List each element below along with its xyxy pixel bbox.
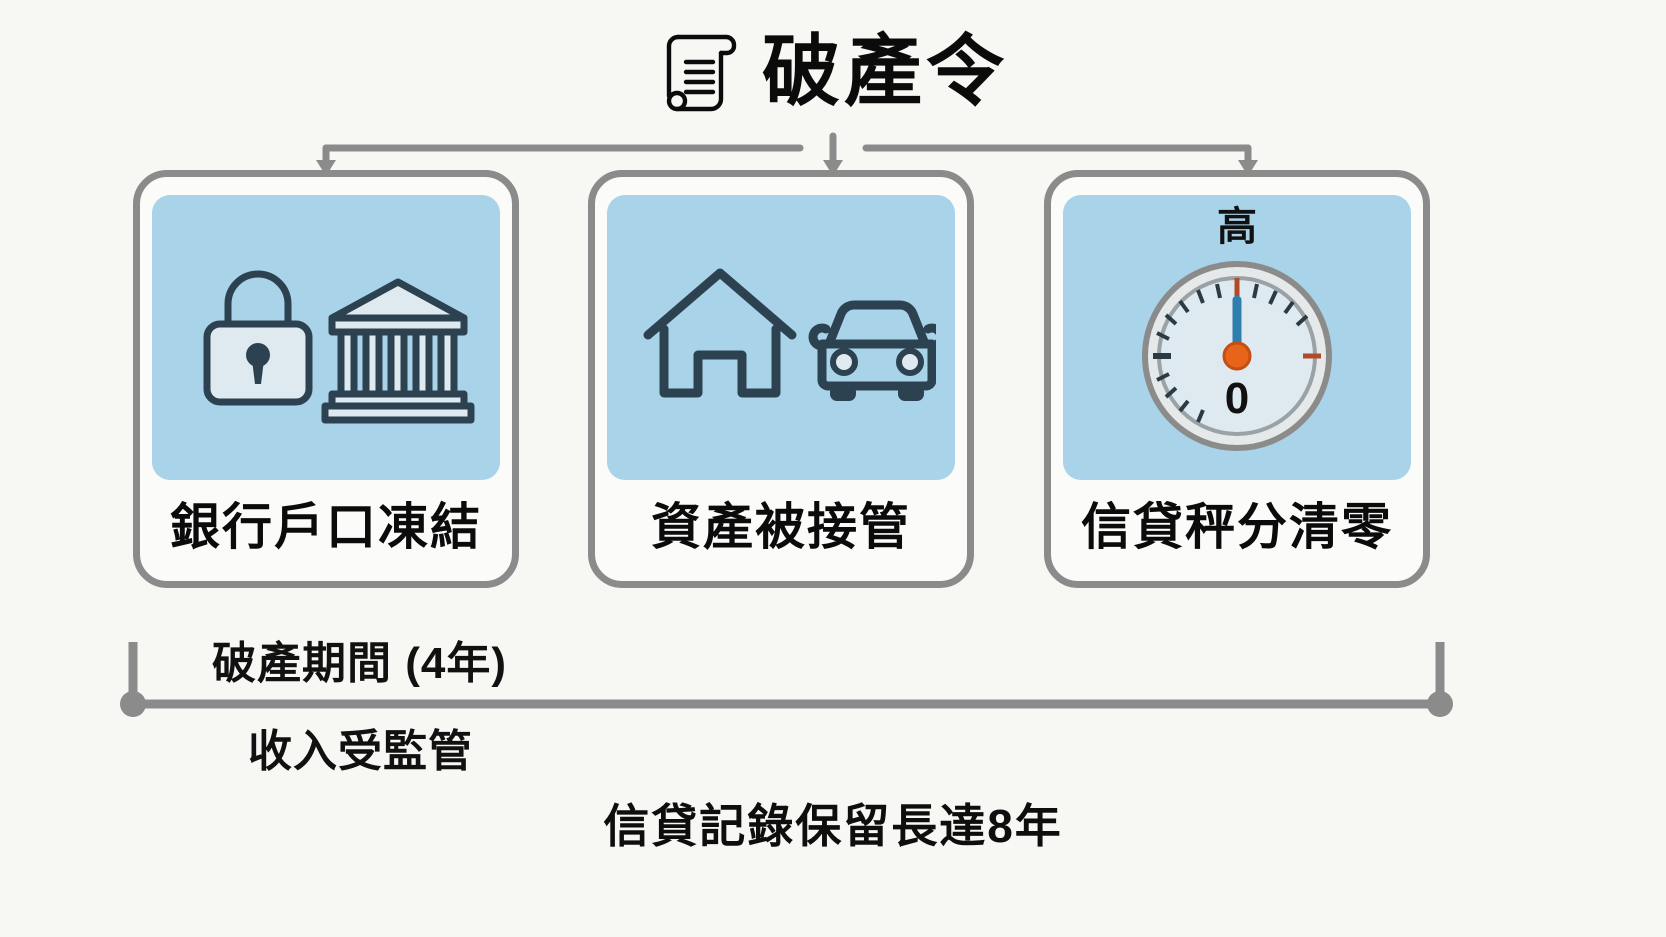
timeline-label-below: 收入受監管 [248,727,473,776]
card-1-label: 銀行戶口凍結 [170,499,482,555]
car-wheels-icon [830,384,924,401]
page-title: 破產令 [0,18,1666,124]
card-1-illustration [152,195,500,480]
scroll-document-icon [666,34,737,112]
footer-note: 信貸記錄保留長達8年 [603,800,1063,852]
padlock-keyhole-icon [246,342,270,384]
timeline-label-above: 破產期間 (4年) [212,639,507,688]
car-icon [808,300,936,390]
card-2-illustration [607,195,955,480]
page-title-text: 破產令 [761,27,1008,115]
card-3-label: 信貸秤分清零 [1081,499,1393,555]
card-row: 銀行戶口凍結 [0,170,1666,590]
gauge-high-label: 高 [1217,205,1257,249]
timeline-left-endpoint [120,691,146,717]
gauge-hub [1222,341,1252,370]
card-3-illustration: 高 [1063,195,1411,480]
card-assets-seized[interactable]: 資產被接管 [588,170,974,588]
house-icon [643,268,797,397]
gauge-zero-label: 0 [1225,374,1249,423]
bank-building-icon [321,278,475,423]
car-headlights-icon [830,347,924,376]
connector-arrows [316,132,1258,176]
bankruptcy-timeline: 破產期間 (4年) 收入受監管 [0,600,1666,800]
card-2-label: 資產被接管 [651,499,911,555]
card-credit-score-zero[interactable]: 高 [1044,170,1430,588]
credit-score-gauge-icon [1142,260,1332,451]
timeline-right-endpoint [1427,691,1453,717]
card-bank-account-frozen[interactable]: 銀行戶口凍結 [133,170,519,588]
